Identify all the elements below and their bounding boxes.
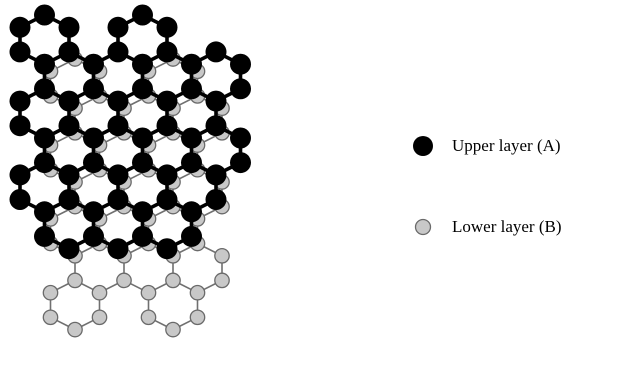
lower-atom [67,321,83,338]
upper-atom [34,225,55,247]
lower-atom [165,272,181,289]
lower-atom [116,272,132,289]
upper-atom [34,127,55,149]
upper-atom [58,41,80,63]
upper-atom [156,41,178,63]
upper-atom [107,164,129,186]
upper-layer-a [9,4,251,260]
upper-atom [132,152,153,174]
upper-atom [83,225,104,247]
upper-atom [107,115,129,137]
upper-atom [181,152,202,174]
lower-atom [140,309,157,326]
upper-atom [107,90,129,112]
upper-atom [230,53,251,75]
upper-atom [230,127,251,149]
upper-atom [34,4,55,26]
upper-atom [107,16,129,38]
upper-atom [156,16,178,38]
lower-atom [140,284,157,301]
upper-atom [34,152,55,174]
upper-atom [107,189,129,210]
upper-atom [9,189,31,210]
upper-atom [181,127,202,149]
upper-atom [58,16,80,38]
upper-atom [58,90,80,112]
upper-layer-atoms [9,4,251,260]
lower-atom [67,272,83,289]
upper-atom [58,238,80,260]
upper-atom [9,90,31,112]
upper-atom [58,164,80,186]
legend-marker-upper [413,136,433,156]
lower-atom [42,309,59,326]
upper-atom [156,115,178,137]
upper-atom [83,127,104,149]
upper-atom [9,115,31,137]
upper-atom [58,115,80,137]
upper-atom [181,53,202,75]
upper-atom [58,189,80,210]
upper-atom [181,201,202,223]
upper-atom [132,78,153,100]
upper-atom [156,238,178,260]
legend-label-lower: Lower layer (B) [452,217,562,236]
lower-atom [189,284,206,301]
upper-atom [205,164,227,186]
lower-atom [91,309,108,326]
upper-atom [156,189,178,210]
lower-atom [214,247,230,264]
upper-atom [107,41,129,63]
upper-atom [132,225,153,247]
legend: Upper layer (A) Lower layer (B) [413,136,562,236]
legend-label-upper: Upper layer (A) [452,136,561,155]
upper-atom [9,164,31,186]
lower-atom [91,284,108,301]
upper-atom [34,78,55,100]
upper-atom [156,90,178,112]
upper-atom [156,164,178,186]
upper-atom [230,152,251,174]
upper-atom [83,152,104,174]
upper-atom [230,78,251,100]
lower-atom [42,284,59,301]
upper-atom [83,201,104,223]
upper-atom [83,53,104,75]
upper-atom [205,41,227,63]
legend-item-lower: Lower layer (B) [414,217,562,236]
lower-atom [165,321,181,338]
lower-atom [214,272,230,289]
upper-atom [34,201,55,223]
upper-atom [132,201,153,223]
upper-atom [83,78,104,100]
upper-atom [132,53,153,75]
upper-atom [107,238,129,260]
upper-atom [205,115,227,137]
upper-atom [181,78,202,100]
upper-atom [9,16,31,38]
upper-atom [132,127,153,149]
legend-item-upper: Upper layer (A) [413,136,561,156]
upper-atom [34,53,55,75]
upper-atom [205,90,227,112]
upper-atom [132,4,153,26]
upper-atom [205,189,227,210]
upper-atom [181,225,202,247]
upper-atom [9,41,31,63]
legend-marker-lower [414,218,432,236]
lower-atom [189,309,206,326]
